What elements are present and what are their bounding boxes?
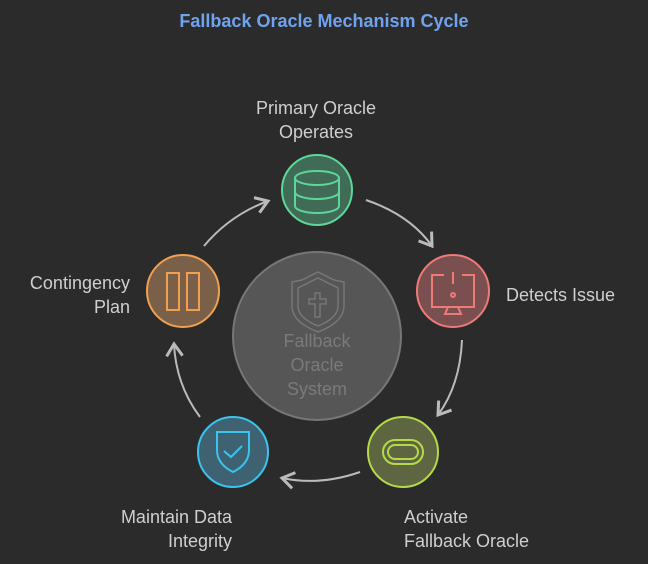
step-2-node xyxy=(416,254,490,328)
arrow-2 xyxy=(436,339,463,418)
arrow-5 xyxy=(203,196,271,247)
oval-icon xyxy=(382,439,424,465)
arrow-3 xyxy=(279,471,361,490)
center-circle xyxy=(232,251,402,421)
arrow-4 xyxy=(165,341,201,418)
shield-check-icon xyxy=(216,431,250,474)
step-5-node xyxy=(146,254,220,328)
diagram-title: Fallback Oracle Mechanism Cycle xyxy=(179,11,469,31)
database-icon xyxy=(294,170,340,214)
step-4-node xyxy=(197,416,269,488)
step-1-node xyxy=(281,154,353,226)
step-2-label: Detects Issue xyxy=(506,285,616,305)
monitor-alert-icon xyxy=(431,272,475,315)
arrow-1 xyxy=(365,199,434,249)
shield-cross-icon xyxy=(291,271,345,333)
pause-icon xyxy=(166,272,200,311)
cycle-arrows xyxy=(165,196,463,490)
step-3-node xyxy=(367,416,439,488)
